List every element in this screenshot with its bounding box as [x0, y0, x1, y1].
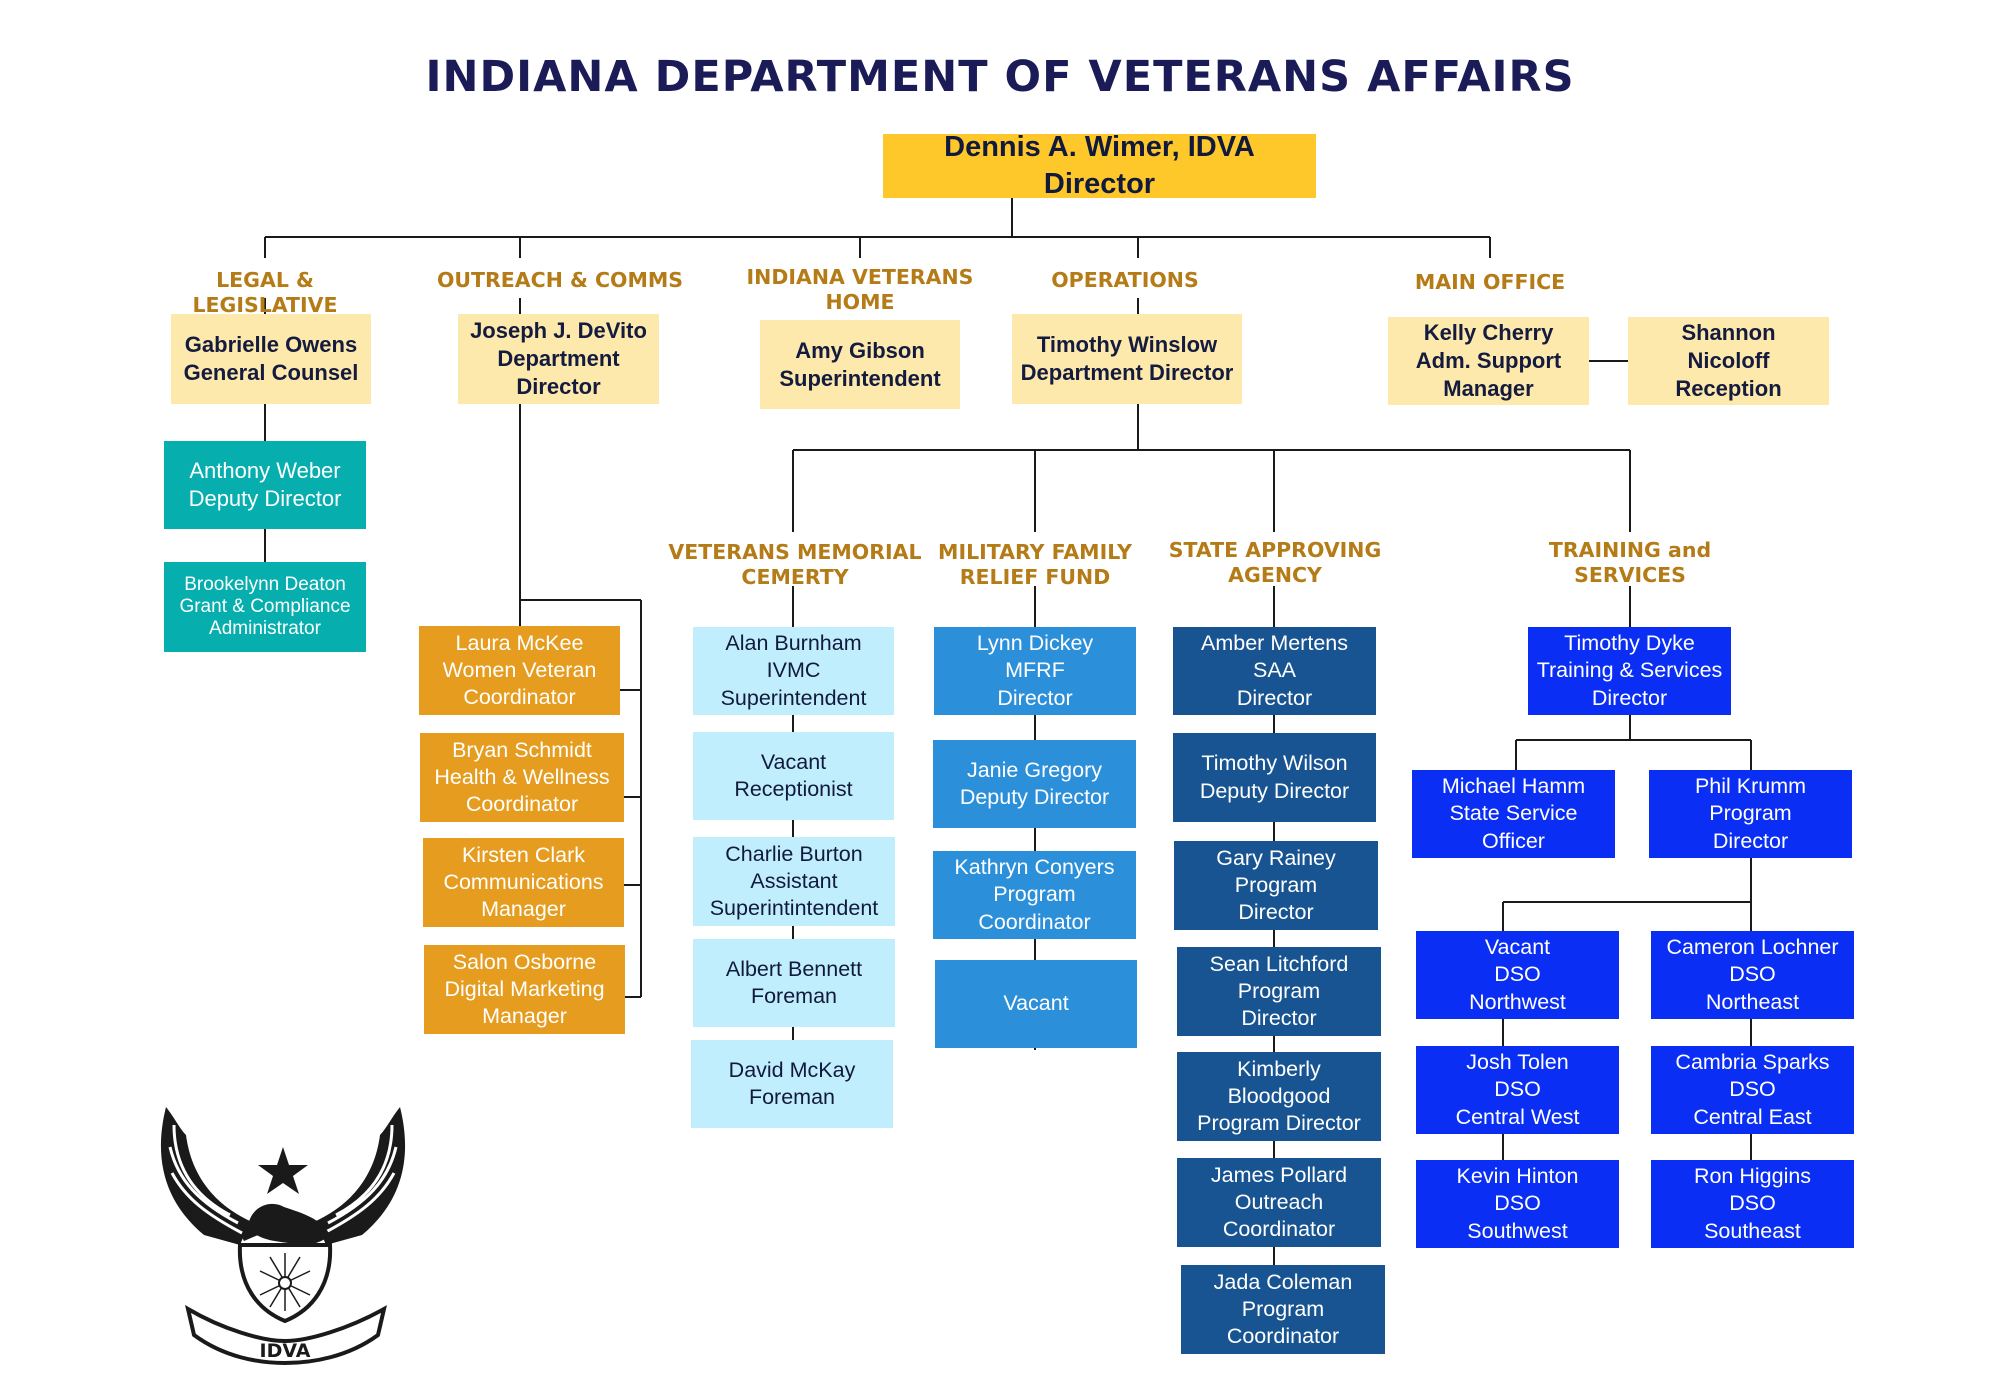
operations-head-box: Timothy Winslow Department Director — [1012, 314, 1242, 404]
outreach-head-box: Joseph J. DeVito Department Director — [458, 314, 659, 404]
saa-staff-name: Amber Mertens SAA Director — [1201, 631, 1348, 710]
heading-home: INDIANA VETERANS HOME — [746, 265, 974, 314]
heading-outreach: OUTREACH & COMMS — [436, 268, 684, 292]
legal-deputy-box: Anthony Weber Deputy Director — [164, 441, 366, 529]
saa-staff-name: Jada Coleman Program Coordinator — [1213, 1269, 1353, 1349]
dso-west-name: Vacant DSO Northwest — [1469, 935, 1566, 1014]
heading-legal: LEGAL & LEGISLATIVE — [192, 268, 338, 317]
saa-staff-name: James Pollard Outreach Coordinator — [1210, 1162, 1348, 1242]
saa-staff-box: Amber Mertens SAA Director — [1173, 627, 1376, 715]
heading-training: TRAINING and SERVICES — [1548, 538, 1712, 587]
training-sso-box: Michael Hamm State Service Officer — [1412, 770, 1615, 858]
outreach-staff-name: Laura McKee Women Veteran Coordinator — [442, 630, 597, 710]
outreach-staff-name: Salon Osborne Digital Marketing Manager — [444, 949, 605, 1029]
cemetery-staff-name: Alan Burnham IVMC Superintendent — [720, 631, 867, 710]
director-name: Dennis A. Wimer, IDVA Director — [944, 131, 1255, 200]
saa-staff-box: Jada Coleman Program Coordinator — [1181, 1265, 1385, 1354]
dso-east-name: Ron Higgins DSO Southeast — [1693, 1164, 1812, 1243]
training-program-name: Phil Krumm Program Director — [1694, 774, 1807, 853]
cemetery-staff-box: Charlie Burton Assistant Superintintende… — [693, 837, 895, 926]
home-head-box: Amy Gibson Superintendent — [760, 320, 960, 409]
page-title: INDIANA DEPARTMENT OF VETERANS AFFAIRS — [425, 52, 1575, 102]
saa-staff-box: Sean Litchford Program Director — [1177, 947, 1381, 1036]
cemetery-staff-box: Albert Bennett Foreman — [693, 939, 895, 1027]
mfrf-staff-box: Janie Gregory Deputy Director — [933, 740, 1136, 828]
training-head-box: Timothy Dyke Training & Services Directo… — [1528, 627, 1731, 715]
dso-east-name: Cambria Sparks DSO Central East — [1675, 1050, 1830, 1129]
dso-west-name: Kevin Hinton DSO Southwest — [1456, 1164, 1579, 1243]
saa-staff-box: James Pollard Outreach Coordinator — [1177, 1158, 1381, 1247]
operations-head-name: Timothy Winslow Department Director — [1020, 332, 1234, 385]
main-office-head-box: Kelly Cherry Adm. Support Manager — [1388, 317, 1589, 405]
outreach-staff-box: Bryan Schmidt Health & Wellness Coordina… — [420, 733, 624, 822]
mfrf-staff-box: Kathryn Conyers Program Coordinator — [933, 851, 1136, 939]
home-head-name: Amy Gibson Superintendent — [779, 337, 941, 391]
saa-staff-box: Timothy Wilson Deputy Director — [1173, 733, 1376, 822]
saa-staff-name: Sean Litchford Program Director — [1209, 951, 1349, 1031]
legal-grant-name: Brookelynn Deaton Grant & Compliance Adm… — [179, 574, 351, 639]
reception-name: Shannon Nicoloff Reception — [1675, 320, 1782, 401]
outreach-staff-name: Kirsten Clark Communications Manager — [443, 842, 604, 922]
saa-staff-name: Kimberly Bloodgood Program Director — [1197, 1056, 1361, 1136]
saa-staff-name: Timothy Wilson Deputy Director — [1199, 751, 1350, 803]
dso-east-box: Ron Higgins DSO Southeast — [1651, 1160, 1854, 1248]
legal-head-name: Gabrielle Owens General Counsel — [183, 332, 359, 385]
saa-staff-name: Gary Rainey Program Director — [1216, 845, 1336, 925]
reception-box: Shannon Nicoloff Reception — [1628, 317, 1829, 405]
cemetery-staff-name: Vacant Receptionist — [734, 749, 853, 801]
outreach-staff-name: Bryan Schmidt Health & Wellness Coordina… — [434, 737, 610, 817]
outreach-staff-box: Salon Osborne Digital Marketing Manager — [424, 945, 625, 1034]
mfrf-staff-name: Vacant — [1003, 991, 1069, 1016]
cemetery-staff-name: Albert Bennett Foreman — [725, 956, 863, 1008]
mfrf-staff-box: Lynn Dickey MFRF Director — [934, 627, 1136, 715]
dso-west-name: Josh Tolen DSO Central West — [1455, 1050, 1580, 1129]
dso-west-box: Kevin Hinton DSO Southwest — [1416, 1160, 1619, 1248]
dso-east-box: Cameron Lochner DSO Northeast — [1651, 931, 1854, 1019]
legal-deputy-name: Anthony Weber Deputy Director — [188, 458, 342, 511]
dso-west-box: Josh Tolen DSO Central West — [1416, 1046, 1619, 1134]
heading-operations: OPERATIONS — [1051, 268, 1199, 292]
mfrf-staff-name: Kathryn Conyers Program Coordinator — [954, 855, 1115, 934]
dso-east-box: Cambria Sparks DSO Central East — [1651, 1046, 1854, 1134]
training-program-box: Phil Krumm Program Director — [1649, 770, 1852, 858]
cemetery-staff-box: Alan Burnham IVMC Superintendent — [693, 627, 894, 715]
logo-text: IDVA — [260, 1340, 311, 1362]
heading-main-office: MAIN OFFICE — [1414, 270, 1566, 294]
legal-head-box: Gabrielle Owens General Counsel — [171, 314, 371, 404]
heading-cemetery: VETERANS MEMORIAL CEMERTY — [668, 540, 922, 589]
legal-grant-box: Brookelynn Deaton Grant & Compliance Adm… — [164, 562, 366, 652]
dso-west-box: Vacant DSO Northwest — [1416, 931, 1619, 1019]
mfrf-staff-name: Lynn Dickey MFRF Director — [976, 631, 1094, 710]
outreach-head-name: Joseph J. DeVito Department Director — [470, 318, 647, 399]
cemetery-staff-box: David McKay Foreman — [691, 1040, 893, 1128]
idva-eagle-logo: IDVA — [160, 1107, 406, 1365]
main-office-head-name: Kelly Cherry Adm. Support Manager — [1415, 320, 1562, 401]
outreach-staff-box: Kirsten Clark Communications Manager — [423, 838, 624, 927]
mfrf-staff-box: Vacant — [935, 960, 1137, 1048]
cemetery-staff-name: Charlie Burton Assistant Superintintende… — [709, 841, 879, 921]
outreach-staff-box: Laura McKee Women Veteran Coordinator — [419, 626, 620, 715]
cemetery-staff-box: Vacant Receptionist — [693, 732, 894, 820]
cemetery-staff-name: David McKay Foreman — [728, 1057, 856, 1109]
mfrf-staff-name: Janie Gregory Deputy Director — [959, 757, 1110, 809]
dso-east-name: Cameron Lochner DSO Northeast — [1666, 935, 1839, 1014]
saa-staff-box: Kimberly Bloodgood Program Director — [1177, 1052, 1381, 1141]
training-sso-name: Michael Hamm State Service Officer — [1441, 774, 1586, 853]
director-box: Dennis A. Wimer, IDVA Director — [883, 131, 1316, 200]
heading-saa: STATE APPROVING AGENCY — [1168, 538, 1382, 587]
heading-mfrf: MILITARY FAMILY RELIEF FUND — [938, 540, 1132, 589]
training-head-name: Timothy Dyke Training & Services Directo… — [1536, 631, 1723, 710]
saa-staff-box: Gary Rainey Program Director — [1174, 841, 1378, 930]
